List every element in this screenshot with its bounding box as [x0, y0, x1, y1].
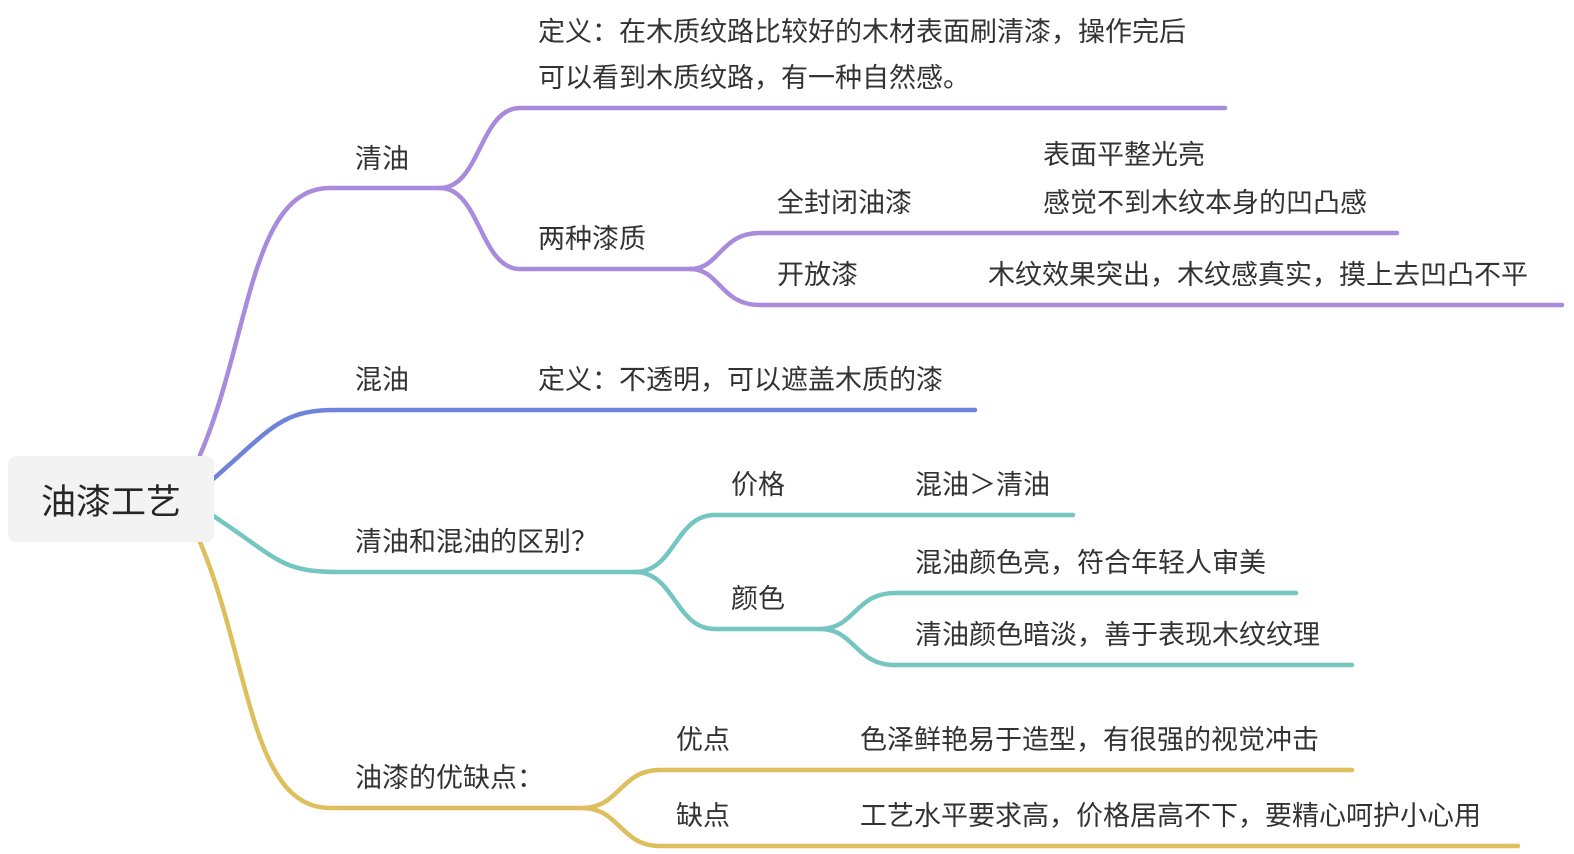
node-open-paint[interactable]: 开放漆	[777, 260, 858, 291]
node-pros[interactable]: 优点	[676, 725, 730, 756]
link-qingyou-definition	[437, 105, 1228, 191]
root-label: 油漆工艺	[40, 482, 181, 523]
node-pros-cons[interactable]: 油漆的优缺点：	[355, 763, 544, 794]
node-qingyou[interactable]: 清油	[355, 144, 409, 175]
link-difference-price	[632, 512, 1076, 575]
link-color-item2	[817, 626, 1355, 668]
node-difference[interactable]: 清油和混油的区别？	[355, 527, 598, 558]
link-root-difference	[209, 512, 638, 575]
node-pros-value[interactable]: 色泽鲜艳易于造型，有很强的视觉冲击	[860, 725, 1319, 756]
node-cons-value[interactable]: 工艺水平要求高，价格居高不下，要精心呵护小心用	[860, 801, 1481, 832]
link-root-hunyou	[209, 407, 978, 483]
node-color-item1[interactable]: 混油颜色亮，符合年轻人审美	[915, 548, 1266, 579]
root-node[interactable]: 油漆工艺	[8, 456, 214, 542]
link-types-closed	[687, 230, 1400, 272]
node-closed-desc1[interactable]: 表面平整光亮	[1043, 140, 1205, 171]
node-qingyou-definition-line2[interactable]: 可以看到木质纹路，有一种自然感。	[538, 63, 970, 94]
node-open-desc[interactable]: 木纹效果突出，木纹感真实，摸上去凹凸不平	[988, 260, 1528, 291]
link-qingyou-types	[437, 185, 693, 272]
link-types-open	[687, 266, 1565, 308]
node-hunyou[interactable]: 混油	[355, 365, 409, 396]
node-color[interactable]: 颜色	[731, 584, 785, 615]
node-cons[interactable]: 缺点	[676, 801, 730, 832]
link-proscons-cons	[579, 805, 1521, 849]
node-paint-types[interactable]: 两种漆质	[538, 224, 646, 255]
link-root-qingyou	[197, 185, 443, 458]
link-difference-color	[632, 569, 823, 632]
node-closed-paint[interactable]: 全封闭油漆	[777, 188, 912, 219]
node-color-item2[interactable]: 清油颜色暗淡，善于表现木纹纹理	[915, 620, 1320, 651]
node-qingyou-definition-line1[interactable]: 定义：在木质纹路比较好的木材表面刷清漆，操作完后	[538, 17, 1186, 48]
node-price[interactable]: 价格	[731, 470, 785, 501]
link-proscons-pros	[579, 767, 1355, 811]
node-hunyou-definition[interactable]: 定义：不透明，可以遮盖木质的漆	[538, 365, 943, 396]
node-closed-desc2[interactable]: 感觉不到木纹本身的凹凸感	[1043, 188, 1367, 219]
node-price-value[interactable]: 混油＞清油	[915, 470, 1050, 501]
link-root-proscons	[197, 539, 585, 811]
link-color-item1	[817, 590, 1299, 632]
